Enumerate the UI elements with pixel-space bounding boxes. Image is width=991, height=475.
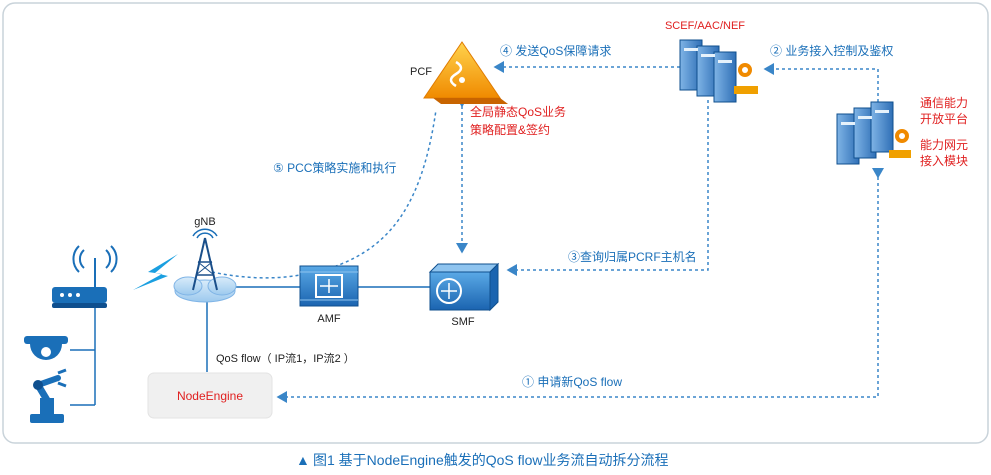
solid-links <box>70 286 430 406</box>
figure-caption: 图1 基于NodeEngine触发的QoS flow业务流自动拆分流程 <box>313 452 669 468</box>
nodeengine-label: NodeEngine <box>177 389 243 403</box>
module-label-line2: 接入模块 <box>920 153 968 168</box>
step1-arrow <box>276 168 884 403</box>
policy-config-line1: 全局静态QoS业务 <box>470 104 566 119</box>
step3-label: ③查询归属PCRF主机名 <box>568 249 697 264</box>
gnb-tower-icon <box>173 228 237 303</box>
dashed-links <box>211 61 884 403</box>
wifi-router-icon <box>52 245 118 308</box>
pcf-label: PCF <box>410 66 432 78</box>
step1-label: ① 申请新QoS flow <box>522 374 622 389</box>
smf-icon <box>428 262 500 312</box>
amf-icon <box>299 265 359 307</box>
pcf-pyramid-icon <box>423 41 508 104</box>
step2-arrow <box>763 63 879 102</box>
platform-label-line1: 通信能力 <box>920 96 968 110</box>
gnb-label: gNB <box>194 216 215 228</box>
platform-server-icon <box>836 101 911 165</box>
platform-label-line2: 开放平台 <box>920 111 968 126</box>
scef-label: SCEF/AAC/NEF <box>665 20 745 32</box>
step4-label: ④ 发送QoS保障请求 <box>500 43 611 58</box>
scef-server-icon <box>679 39 758 103</box>
camera-icon <box>24 336 68 360</box>
pcc-policy-curve <box>299 109 437 277</box>
amf-label: AMF <box>317 313 341 325</box>
robot-arm-icon <box>30 368 67 423</box>
policy-config-line2: 策略配置&签约 <box>470 122 550 137</box>
qos-flow-label: QoS flow（ IP流1，IP流2 ） <box>216 351 355 365</box>
step2-label: ② 业务接入控制及鉴权 <box>770 43 893 58</box>
lightning-icon <box>133 254 178 290</box>
module-label-line1: 能力网元 <box>920 138 968 152</box>
smf-label: SMF <box>451 316 475 328</box>
nodeengine-box <box>147 372 273 419</box>
caption-marker: ▲ <box>296 452 310 468</box>
step5-label: ⑤ PCC策略实施和执行 <box>273 160 396 175</box>
